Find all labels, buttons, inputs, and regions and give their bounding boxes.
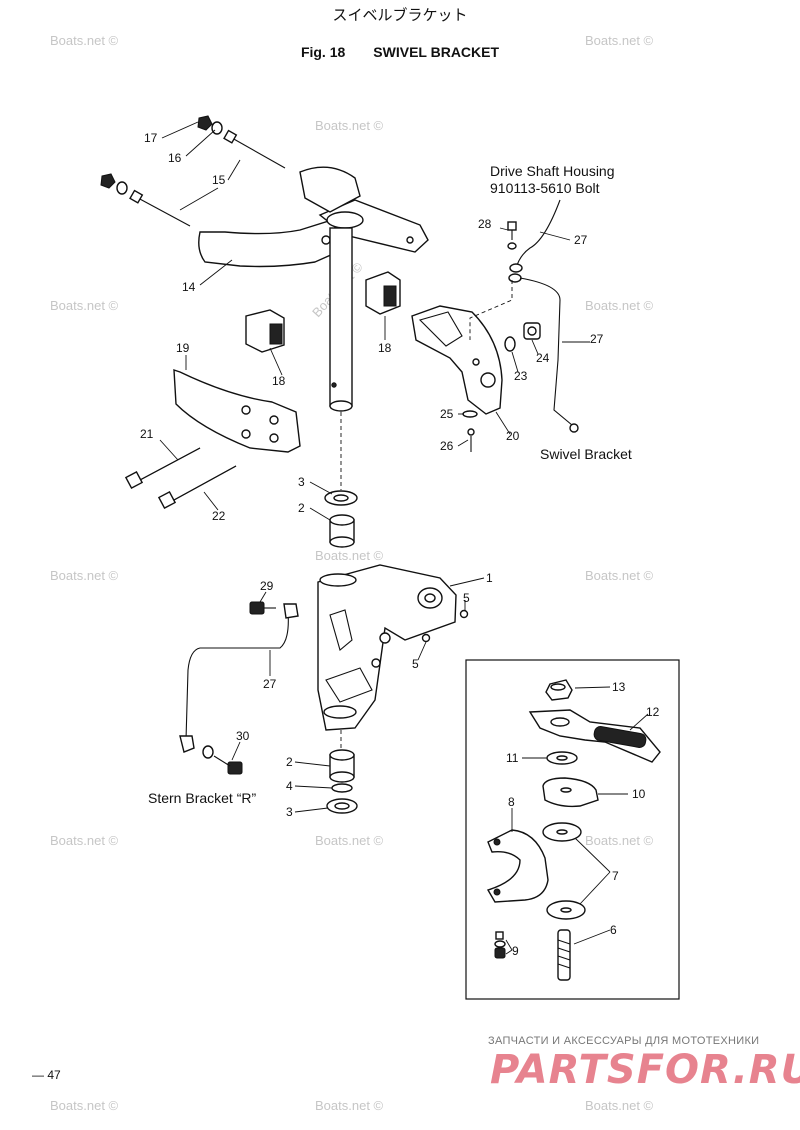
washer-11 <box>546 751 578 765</box>
shop-logo: PARTSFOR.RU <box>490 1047 800 1093</box>
bolt-28 <box>507 221 517 250</box>
callout-27-left: 27 <box>263 677 277 691</box>
callout-9: 9 <box>512 944 519 958</box>
callout-30: 30 <box>236 729 250 743</box>
callout-16: 16 <box>168 151 182 165</box>
nut-13 <box>545 679 573 701</box>
callout-3: 3 <box>298 475 305 489</box>
watermark: Boats.net © <box>50 1098 119 1113</box>
watermark: Boats.net © <box>50 298 119 313</box>
leader-lines <box>159 121 649 955</box>
callout-23: 23 <box>514 369 528 383</box>
callout-labels: 17 16 15 14 19 18 18 21 22 3 2 1 5 5 29 … <box>140 131 660 958</box>
callout-2: 2 <box>298 501 305 515</box>
callout-10: 10 <box>632 787 646 801</box>
steering-shaft <box>329 227 353 490</box>
bushing-2-lower <box>329 749 355 783</box>
ground-lead-27-right <box>469 199 579 433</box>
callout-8: 8 <box>508 795 515 809</box>
nut-17 <box>100 115 213 189</box>
watermark: Boats.net © <box>50 833 119 848</box>
grease-fitting-5 <box>421 609 469 643</box>
tiller-arm-14 <box>198 166 429 268</box>
callout-7: 7 <box>612 869 619 883</box>
callout-26: 26 <box>440 439 454 453</box>
bolt-21 <box>124 447 201 490</box>
callout-11: 11 <box>506 751 519 765</box>
bolt-22 <box>157 465 237 510</box>
watermark: Boats.net © <box>585 1098 654 1113</box>
callout-5-lower: 5 <box>412 657 419 671</box>
caption-drive-shaft-line1: Drive Shaft Housing <box>490 163 615 179</box>
callout-15: 15 <box>212 173 226 187</box>
friction-disc-7 <box>542 822 586 920</box>
watermark: Boats.net © <box>315 833 384 848</box>
shop-tagline: ЗАПЧАСТИ И АКСЕССУАРЫ ДЛЯ МОТОТЕХНИКИ <box>488 1035 760 1047</box>
callout-24: 24 <box>536 351 550 365</box>
watermark: Boats.net © <box>315 1098 384 1113</box>
bolt-26 <box>467 428 475 452</box>
bolt-15 <box>129 129 286 227</box>
washer-3-lower <box>326 798 358 814</box>
figure-title: SWIVEL BRACKET <box>373 44 500 60</box>
plate-10 <box>542 777 599 808</box>
lever-12 <box>528 709 661 763</box>
nut-24 <box>523 322 541 340</box>
callout-13: 13 <box>612 680 626 694</box>
callout-28: 28 <box>478 217 492 231</box>
bracket-20 <box>411 305 503 415</box>
watermark: Boats.net © <box>315 548 384 563</box>
bolt-29 <box>249 601 276 615</box>
callout-14: 14 <box>182 280 196 294</box>
detail-box <box>465 659 680 1000</box>
callout-20: 20 <box>506 429 520 443</box>
bushing-2 <box>329 514 355 548</box>
washer-16 <box>116 121 223 195</box>
callout-2-lower: 2 <box>286 755 293 769</box>
callout-27-right: 27 <box>590 332 604 346</box>
caption-drive-shaft-line2: 910113-5610 Bolt <box>490 180 600 196</box>
washer-23 <box>504 336 516 352</box>
callout-17: 17 <box>144 131 158 145</box>
page-title: Fig. 18 SWIVEL BRACKET <box>0 44 800 60</box>
callout-18-right: 18 <box>378 341 392 355</box>
callout-3-lower: 3 <box>286 805 293 819</box>
callout-21: 21 <box>140 427 154 441</box>
callout-18-left: 18 <box>272 374 286 388</box>
callout-27-upper: 27 <box>574 233 588 247</box>
callout-5-upper: 5 <box>463 591 470 605</box>
watermark: Boats.net © <box>50 568 119 583</box>
callout-22: 22 <box>212 509 226 523</box>
caption-swivel-bracket: Swivel Bracket <box>540 446 632 462</box>
washer-3 <box>324 490 358 506</box>
rubber-mount-18 <box>245 271 401 353</box>
ground-lead-27-left <box>179 603 299 753</box>
callout-4: 4 <box>286 779 293 793</box>
callout-29: 29 <box>260 579 274 593</box>
bolt-30 <box>202 745 243 775</box>
washer-25 <box>462 410 478 418</box>
callout-6: 6 <box>610 923 617 937</box>
watermark: Boats.net © <box>585 833 654 848</box>
watermark: Boats.net © <box>315 118 384 133</box>
o-ring-4 <box>331 783 353 793</box>
watermark: Boats.net © <box>585 33 654 48</box>
page-number: — 47 <box>32 1068 61 1082</box>
figure-number: Fig. 18 <box>300 44 346 60</box>
callout-1: 1 <box>486 571 493 585</box>
callout-19: 19 <box>176 341 190 355</box>
callout-12: 12 <box>646 705 660 719</box>
watermark: Boats.net © <box>585 298 654 313</box>
watermark: Boats.net © <box>585 568 654 583</box>
caption-stern-bracket: Stern Bracket “R” <box>148 790 256 806</box>
bolt-9 <box>494 931 506 959</box>
clamp-plate-19 <box>173 369 301 453</box>
page-title-japanese: スイベルブラケット <box>332 7 468 24</box>
watermark: Boats.net © <box>50 33 119 48</box>
swivel-bracket-1 <box>317 564 457 731</box>
pin-6 <box>557 929 571 981</box>
callout-25: 25 <box>440 407 454 421</box>
bracket-8 <box>486 829 549 903</box>
